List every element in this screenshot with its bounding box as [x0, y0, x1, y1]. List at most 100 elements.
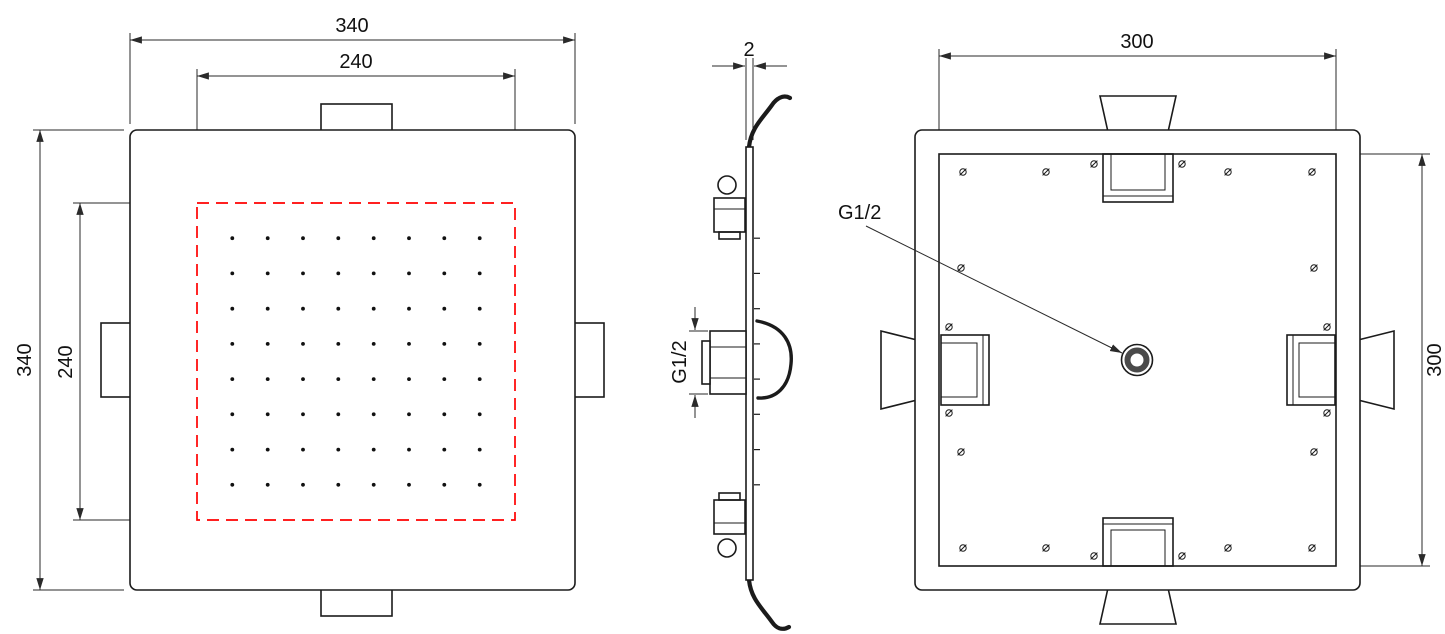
side-bracket-bottom [713, 499, 746, 535]
nozzle-dot [371, 306, 376, 311]
nozzle-dot [477, 306, 482, 311]
back-screws [945, 160, 1331, 560]
nozzle-dot [301, 342, 305, 346]
screw-slot [1178, 552, 1186, 560]
nozzle-dot [336, 447, 341, 452]
back-dim-width-label: 300 [1120, 31, 1153, 53]
screw-slot [1308, 168, 1316, 176]
nozzle-dot [336, 306, 341, 311]
side-inlet-connector [701, 330, 747, 395]
screw-icon [1310, 264, 1318, 272]
screw-slot [1224, 168, 1232, 176]
nozzle-area-boundary [196, 202, 516, 521]
side-clip-bottom [713, 492, 746, 558]
back-bracket-top [1102, 153, 1174, 203]
nozzle-dot [371, 482, 376, 487]
screw-slot [1310, 448, 1318, 456]
side-hook-top [746, 94, 793, 150]
nozzle-dot [371, 377, 376, 381]
nozzle-dot [301, 447, 305, 452]
screw-slot [959, 168, 967, 176]
nozzle-dot [230, 447, 235, 452]
side-bracket-top [713, 197, 746, 233]
back-clip-top-tab [1099, 95, 1177, 133]
nozzle-dot [477, 271, 482, 276]
screw-slot [1308, 544, 1316, 552]
side-nozzle-ticks [754, 237, 760, 486]
nozzle-dot [301, 271, 305, 276]
nozzle-dot [336, 271, 341, 276]
nozzle-dot [265, 236, 270, 241]
side-bracket-foot-bottom [718, 492, 741, 501]
side-screw-head-bottom [717, 538, 737, 558]
nozzle-dot [230, 377, 235, 381]
nozzle-dot [442, 482, 447, 487]
side-clip-top [713, 175, 746, 240]
screw-icon [1042, 168, 1050, 176]
front-tab-left [100, 322, 133, 398]
nozzle-dot [265, 412, 270, 417]
screw-slot [945, 323, 953, 331]
nozzle-dot [336, 377, 341, 381]
screw-slot [1090, 552, 1098, 560]
screw-slot [1323, 323, 1331, 331]
side-hook-bottom [746, 577, 792, 631]
front-dim-inner-height-label: 240 [55, 345, 77, 378]
nozzle-dot [371, 342, 376, 346]
connector-thread-ring [1124, 347, 1150, 373]
screw-icon [945, 409, 953, 417]
front-tab-top [320, 103, 393, 133]
back-clip-right-tab [1357, 329, 1395, 411]
screw-slot [1042, 544, 1050, 552]
screw-icon [959, 544, 967, 552]
nozzle-dot [265, 271, 270, 276]
nozzle-dot [371, 412, 376, 417]
nozzle-dot [265, 447, 270, 452]
bracket-inner [1110, 529, 1166, 567]
side-bracket-foot-top [718, 231, 741, 240]
front-dim-inner-width-label: 240 [339, 51, 372, 73]
nozzle-dot [407, 447, 411, 452]
screw-icon [1308, 544, 1316, 552]
back-connector-callout: G1/2 [838, 202, 1123, 354]
screw-slot [1224, 544, 1232, 552]
nozzle-dot [301, 306, 305, 311]
screw-slot [1323, 409, 1331, 417]
side-dim-connector: G1/2 [669, 307, 708, 418]
side-screw-head-top [717, 175, 737, 195]
screw-icon [1323, 323, 1331, 331]
front-dim-outer-width: 340 [129, 15, 576, 124]
front-dim-outer-height-label: 340 [14, 343, 36, 376]
nozzle-dot [442, 412, 447, 417]
nozzle-dot [442, 306, 447, 311]
back-clip-left-tab [880, 329, 918, 411]
screw-icon [1224, 544, 1232, 552]
back-view: 300 300 [838, 31, 1445, 625]
back-bracket-bottom [1102, 517, 1174, 567]
nozzle-dot [230, 412, 235, 417]
nozzle-dot [230, 342, 235, 346]
screw-icon [957, 264, 965, 272]
screw-slot [1042, 168, 1050, 176]
nozzle-dot [407, 306, 411, 311]
nozzle-dot [407, 236, 411, 241]
nozzle-dot [265, 342, 270, 346]
screw-icon [957, 448, 965, 456]
screw-icon [1090, 552, 1098, 560]
connector-outer-circle [1120, 343, 1154, 377]
nozzle-dot [407, 342, 411, 346]
nozzle-dot [442, 236, 447, 241]
screw-slot [957, 264, 965, 272]
nozzle-dot [477, 377, 482, 381]
front-dim-outer-width-label: 340 [335, 15, 368, 37]
back-bracket-right [1286, 334, 1336, 406]
screw-icon [1042, 544, 1050, 552]
nozzle-dot [407, 271, 411, 276]
back-dim-height: 300 [1344, 153, 1445, 567]
nozzle-dot [265, 377, 270, 381]
screw-slot [1310, 264, 1318, 272]
nozzle-dot [477, 447, 482, 452]
nozzle-dot [265, 482, 270, 487]
nozzle-dot [407, 482, 411, 487]
